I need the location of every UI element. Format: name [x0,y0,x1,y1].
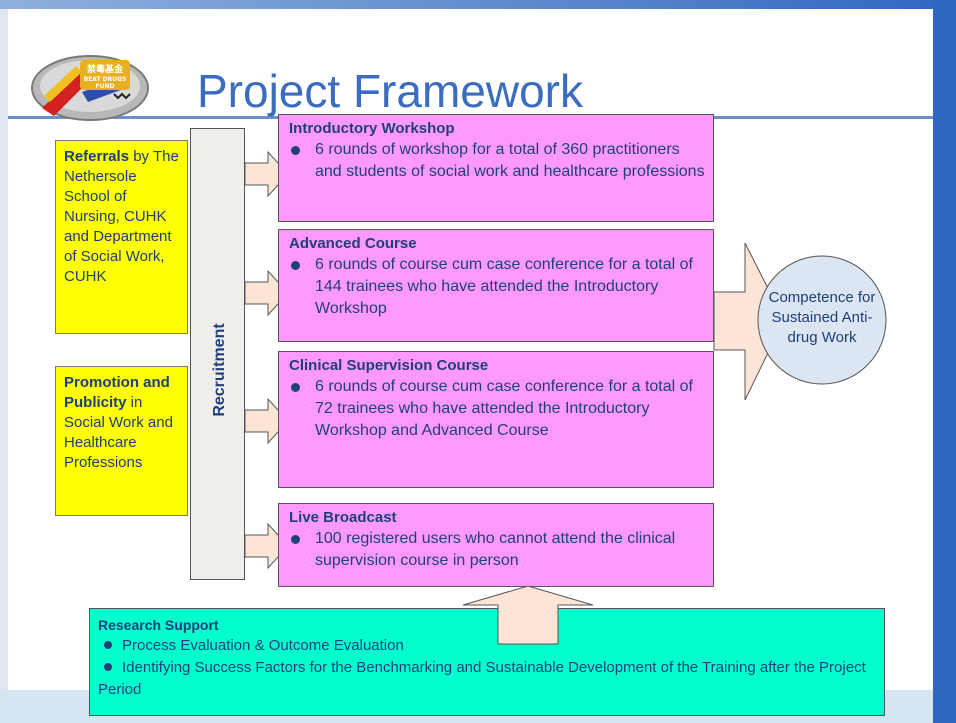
programme-bullet-text: 6 rounds of workshop for a total of 360 … [315,141,705,180]
research-support-box: Research Support Process Evaluation & Ou… [89,608,885,716]
programme-advanced-course: Advanced Course 6 rounds of course cum c… [278,229,714,342]
programme-bullet: 6 rounds of course cum case conference f… [289,376,705,442]
title-rule-left [8,116,110,119]
programme-clinical-supervision-course: Clinical Supervision Course 6 rounds of … [278,351,714,488]
bullet-icon [291,261,300,270]
promotion-heading: Promotion and Publicity [64,374,170,411]
recruitment-label-wrap: Recruitment [200,320,240,420]
programme-heading: Advanced Course [289,235,417,252]
bullet-icon [291,146,300,155]
programme-bullet-text: 100 registered users who cannot attend t… [315,530,676,569]
programme-bullet-text: 6 rounds of course cum case conference f… [315,256,693,317]
bullet-icon [291,535,300,544]
programme-bullet: 100 registered users who cannot attend t… [289,528,705,572]
svg-text:禁毒基金: 禁毒基金 [87,63,124,75]
promotion-box: Promotion and Publicity in Social Work a… [55,366,188,516]
svg-text:FUND: FUND [96,83,115,90]
svg-text:BEAT DRUGS: BEAT DRUGS [84,76,127,83]
recruitment-label: Recruitment [211,323,228,417]
referrals-text: by The Nethersole School of Nursing, CUH… [64,148,179,285]
research-bullet-text: Identifying Success Factors for the Benc… [98,659,866,698]
top-bar-decoration [0,0,956,9]
programme-bullet: 6 rounds of course cum case conference f… [289,254,705,320]
programme-heading: Clinical Supervision Course [289,357,489,374]
bullet-icon [104,663,112,671]
programme-heading: Introductory Workshop [289,120,455,137]
research-heading: Research Support [98,617,219,633]
programme-bullet: 6 rounds of workshop for a total of 360 … [289,139,705,183]
page-title: Project Framework [197,65,583,117]
beat-drugs-fund-logo: 禁毒基金 BEAT DRUGS FUND [31,55,149,121]
recruitment-bar [190,128,245,580]
programme-live-broadcast: Live Broadcast 100 registered users who … [278,503,714,587]
programme-introductory-workshop: Introductory Workshop 6 rounds of worksh… [278,114,714,222]
left-edge-decoration [0,0,8,723]
research-bullet: Process Evaluation & Outcome Evaluation [98,635,874,657]
referrals-box: Referrals by The Nethersole School of Nu… [55,140,188,334]
bullet-icon [104,641,112,649]
research-bullet: Identifying Success Factors for the Benc… [98,657,874,701]
bullet-icon [291,383,300,392]
right-bar-decoration [933,0,956,723]
programme-bullet-text: 6 rounds of course cum case conference f… [315,378,693,439]
programme-heading: Live Broadcast [289,509,397,526]
referrals-heading: Referrals [64,148,130,165]
outcome-text: Competence for Sustained Anti-drug Work [768,289,876,346]
promotion-text: in Social Work and Healthcare Profession… [64,394,173,471]
research-bullet-text: Process Evaluation & Outcome Evaluation [122,637,404,654]
